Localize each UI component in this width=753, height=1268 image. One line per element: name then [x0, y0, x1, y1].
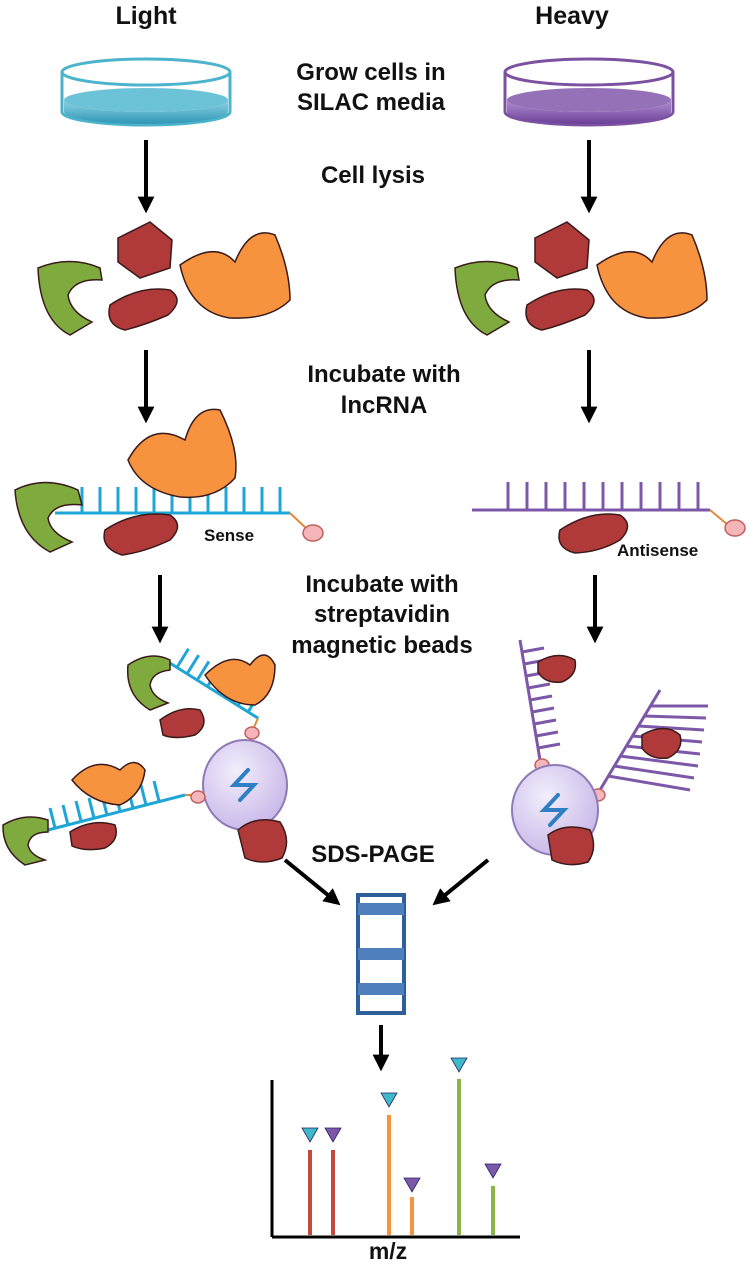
mass-spectrum-plot: m/z [270, 1057, 520, 1264]
green-protein-icon [14, 481, 84, 553]
step-cell-lysis: Cell lysis [321, 162, 425, 189]
sds-page-gel-icon [356, 893, 406, 1015]
red-protein-icon [641, 727, 682, 760]
biotin-tag-icon [190, 790, 206, 804]
orange-protein-icon [179, 232, 291, 319]
biotin-tag-icon [302, 524, 324, 542]
step-incubate-beads-line2: streptavidin [314, 601, 450, 628]
arrow-light-to-gel [283, 858, 341, 906]
biotin-tag-icon [244, 726, 260, 740]
green-protein-icon [37, 260, 103, 336]
red-protein-icon [558, 513, 629, 554]
heavy-bead-complex [511, 639, 708, 866]
flow-arrows [137, 140, 604, 1072]
red-protein-icon [159, 708, 205, 739]
column-header-light: Light [115, 2, 177, 30]
sense-label: Sense [204, 526, 254, 545]
light-dish-icon [60, 57, 232, 127]
heavy-marker-icon [403, 1177, 421, 1193]
red-protein-icon [69, 821, 117, 851]
step-grow-line1: Grow cells in [296, 59, 445, 86]
red-protein-icon [534, 221, 590, 279]
step-incubate-beads-line1: Incubate with [305, 571, 458, 598]
spectrum-x-label: m/z [369, 1238, 407, 1263]
red-protein-icon [537, 654, 577, 684]
light-marker-icon [301, 1127, 319, 1143]
green-protein-icon [454, 260, 520, 336]
biotin-tag-icon [724, 519, 746, 537]
orange-protein-icon [204, 654, 276, 706]
heavy-marker-icon [484, 1163, 502, 1179]
sense-rna-bases [80, 487, 282, 513]
heavy-dish-icon [503, 57, 675, 127]
antisense-rna-bases [506, 482, 700, 510]
column-header-heavy: Heavy [535, 2, 609, 30]
red-protein-icon [103, 513, 179, 556]
red-protein-icon [108, 288, 178, 331]
step-incubate-beads-line3: magnetic beads [291, 632, 472, 659]
streptavidin-icon [229, 768, 259, 802]
red-protein-icon [525, 288, 595, 331]
sense-rna-bound-lower [39, 793, 186, 834]
green-protein-icon [2, 816, 49, 866]
streptavidin-icon [539, 793, 569, 827]
orange-protein-icon [71, 761, 146, 806]
sense-rna-complex: Sense [14, 408, 324, 556]
light-bead-complex [2, 647, 288, 866]
antisense-label: Antisense [617, 541, 698, 560]
red-protein-icon [547, 826, 595, 866]
step-incubate-rna-line2: lncRNA [341, 392, 428, 419]
arrow-heavy-to-gel [432, 858, 490, 906]
light-marker-icon [380, 1092, 398, 1108]
orange-protein-icon [127, 408, 237, 499]
light-marker-icon [450, 1057, 468, 1073]
heavy-lysate [454, 221, 708, 336]
red-protein-icon [237, 819, 288, 863]
antisense-rna-complex: Antisense [472, 482, 746, 560]
step-sds-page: SDS-PAGE [311, 841, 435, 868]
step-grow-line2: SILAC media [297, 89, 446, 116]
red-protein-icon [117, 221, 173, 279]
orange-protein-icon [596, 232, 708, 319]
light-lysate [37, 221, 291, 336]
step-incubate-rna-line1: Incubate with [307, 361, 460, 388]
green-protein-icon [126, 655, 171, 711]
heavy-marker-icon [324, 1127, 342, 1143]
